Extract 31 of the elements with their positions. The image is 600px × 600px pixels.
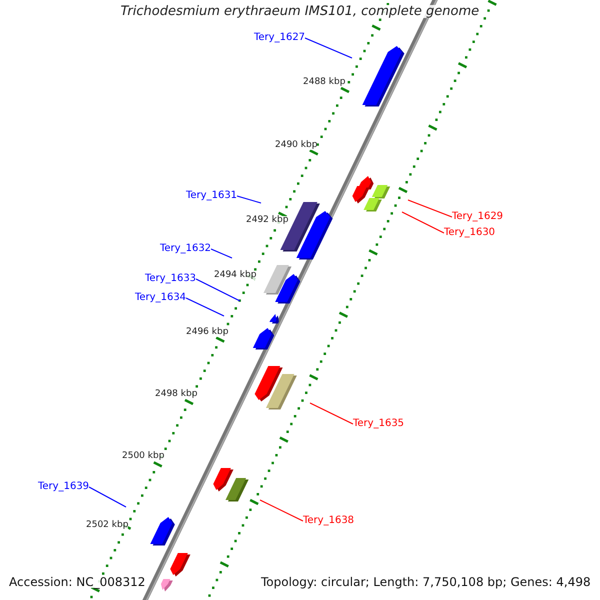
gene-label: Tery_1639	[38, 482, 90, 492]
footer-text: Accession: NC_008312	[9, 576, 146, 588]
leader-line	[304, 38, 352, 58]
scale-label: 2502 kbp	[86, 521, 128, 530]
scale-label: 2490 kbp	[275, 141, 318, 150]
gene-label: Tery_1632	[160, 244, 212, 254]
gene-label: Tery_1631	[186, 191, 238, 201]
leader-line	[408, 200, 452, 218]
leader-line	[402, 212, 444, 234]
scale-label: 2496 kbp	[186, 328, 228, 337]
gene-label: Tery_1635	[353, 419, 404, 429]
leader-line	[186, 298, 224, 316]
gene-label: Tery_1633	[145, 274, 196, 284]
scale-label: 2494 kbp	[214, 271, 256, 280]
leader-line	[260, 500, 304, 522]
gene-label: Tery_1638	[303, 516, 354, 526]
leader-line	[236, 196, 262, 204]
scale-label: 2492 kbp	[246, 216, 288, 225]
leader-line	[196, 278, 240, 302]
footer-text: Topology: circular; Length: 7,750,108 bp; Genes: 4,498	[261, 576, 591, 588]
leader-line	[210, 248, 232, 258]
scale-label: 2488 kbp	[303, 78, 346, 87]
scale-label: 2500 kbp	[122, 452, 164, 461]
leader-line	[88, 486, 126, 508]
title: Trichodesmium erythraeum IMS101, complete genome	[120, 5, 480, 18]
leader-line	[310, 402, 354, 424]
gene-label: Tery_1634	[135, 293, 186, 303]
gene-label: Tery_1629	[452, 212, 504, 222]
scale-label: 2498 kbp	[155, 390, 198, 399]
gene-label: Tery_1627	[254, 33, 306, 43]
gene-label: Tery_1630	[444, 228, 496, 238]
